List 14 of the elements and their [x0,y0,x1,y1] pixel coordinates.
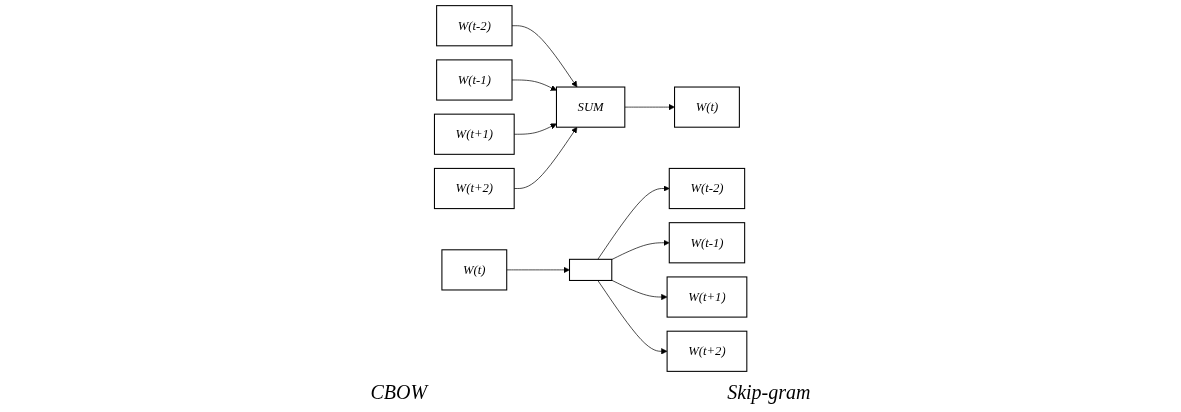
diagram-caption: Skip-gram [727,381,811,404]
diagram-caption: CBOW [370,381,428,404]
node-box [568,258,613,281]
node-box: W(t-1) [435,59,513,101]
node-box: W(t) [673,86,740,128]
node-box: SUM [555,86,626,128]
node-box: W(t+1) [433,113,515,155]
node-box: W(t+2) [666,330,748,372]
node-box: W(t+1) [666,276,748,318]
node-box: W(t+2) [433,167,515,210]
node-box: W(t-2) [668,167,746,210]
node-box: W(t-1) [668,222,746,264]
node-box: W(t) [441,249,508,291]
node-box: W(t-2) [435,5,513,47]
